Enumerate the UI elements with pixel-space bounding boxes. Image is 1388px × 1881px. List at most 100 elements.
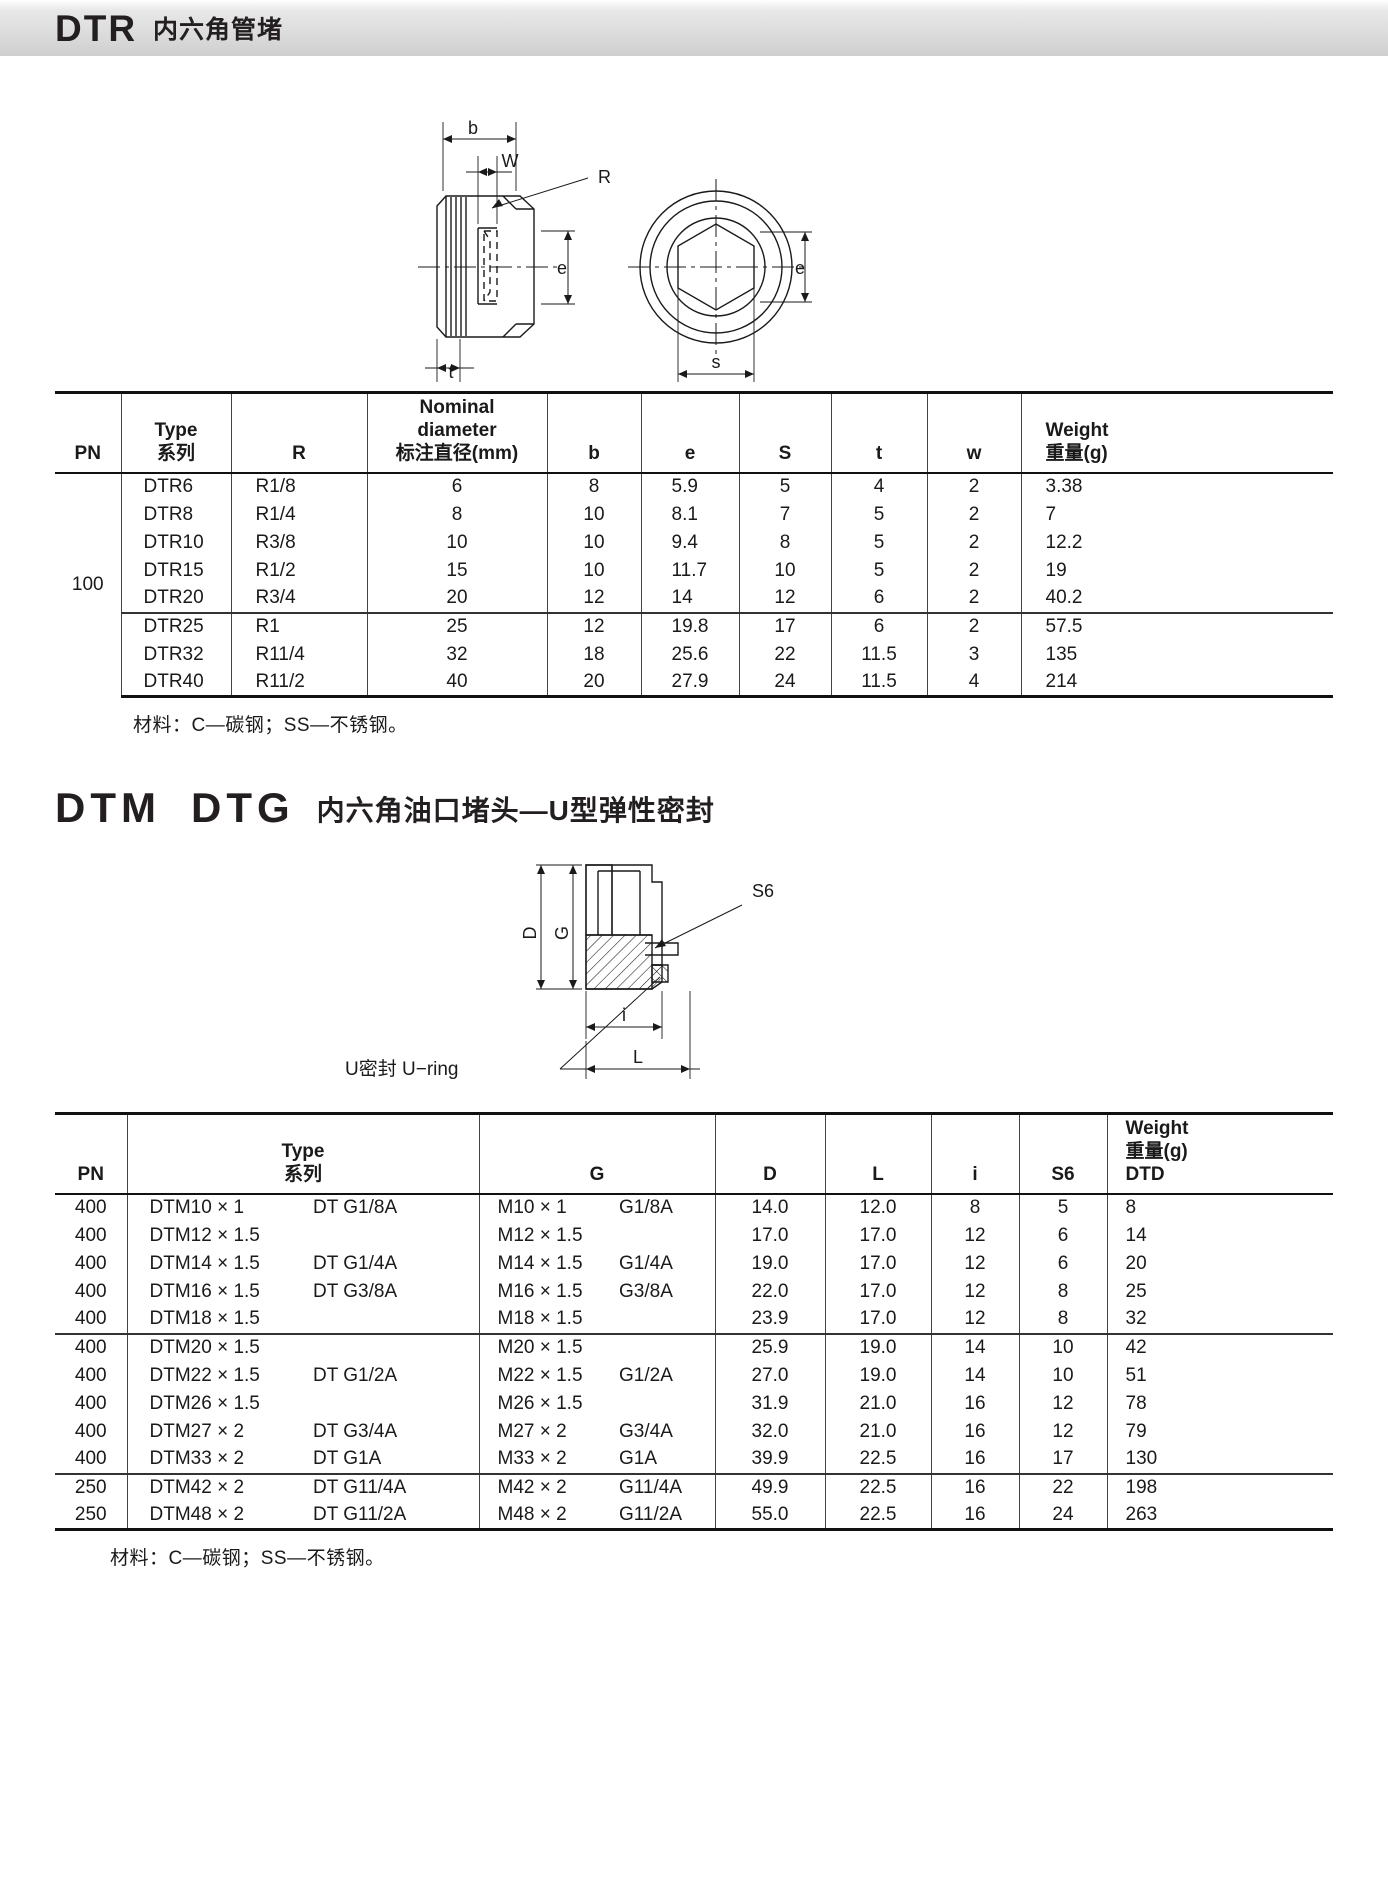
cell-type: DTR32 [120, 640, 232, 669]
cell-g-g: G1/4A [609, 1249, 716, 1278]
cell-weight: 20 [1106, 1249, 1333, 1278]
cell-weight: 19 [1020, 556, 1333, 585]
cell-w: 2 [926, 556, 1022, 585]
cell-pn: 400 [55, 1221, 128, 1250]
cell-d: 25.9 [714, 1333, 826, 1362]
cell-g-m: M12 × 1.5 [478, 1221, 609, 1250]
cell-pn: 400 [55, 1305, 128, 1335]
cell-d: 31.9 [714, 1389, 826, 1418]
cell-dtg: DT G3/4A [303, 1417, 480, 1446]
cell-weight: 78 [1106, 1389, 1333, 1418]
cell-type: DTR25 [120, 612, 232, 641]
cell-s6: 24 [1018, 1501, 1108, 1532]
cell-weight: 51 [1106, 1361, 1333, 1390]
cell-l: 17.0 [824, 1277, 932, 1306]
cell-g-g: G1/8A [609, 1193, 716, 1222]
cell-i: 16 [930, 1473, 1020, 1502]
th-r: R [230, 390, 368, 474]
cell-pn: 400 [55, 1417, 128, 1446]
cell-t: 5 [830, 556, 928, 585]
th-t: t [830, 390, 928, 474]
th2-type-cn: 系列 [283, 1164, 322, 1186]
dtr-spec-table: PN Type 系列 R Nominal diameter 标注直径(mm) b… [55, 390, 1333, 699]
drawing-label-r: R [598, 167, 611, 187]
th2-type-en: Type [281, 1141, 325, 1163]
cell-e: 25.6 [640, 640, 740, 669]
cell-e: 14 [640, 584, 740, 614]
drawing-caption-uring: U密封 U−ring [345, 1058, 459, 1080]
cell-r: R1 [230, 612, 368, 641]
cell-s: 10 [738, 556, 832, 585]
cell-d: 22.0 [714, 1277, 826, 1306]
cell-i: 16 [930, 1445, 1020, 1475]
drawing-label-e-front: e [795, 258, 805, 278]
cell-dtm: DTM26 × 1.5 [126, 1389, 303, 1418]
cell-d: 27.0 [714, 1361, 826, 1390]
cell-i: 14 [930, 1361, 1020, 1390]
cell-i: 12 [930, 1249, 1020, 1278]
cell-b: 10 [546, 556, 642, 585]
cell-d: 17.0 [714, 1221, 826, 1250]
cell-s: 22 [738, 640, 832, 669]
cell-r: R3/4 [230, 584, 368, 614]
cell-l: 17.0 [824, 1305, 932, 1335]
cell-s6: 8 [1018, 1277, 1108, 1306]
cell-b: 18 [546, 640, 642, 669]
cell-g-m: M22 × 1.5 [478, 1361, 609, 1390]
cell-t: 11.5 [830, 668, 928, 699]
cell-weight: 42 [1106, 1333, 1333, 1362]
cell-l: 19.0 [824, 1361, 932, 1390]
th-weight: Weight 重量(g) [1020, 390, 1333, 474]
cell-w: 2 [926, 500, 1022, 529]
th2-pn: PN [55, 1112, 128, 1195]
cell-weight: 3.38 [1020, 472, 1333, 501]
cell-s: 5 [738, 472, 832, 501]
cell-weight: 12.2 [1020, 528, 1333, 557]
cell-s6: 12 [1018, 1417, 1108, 1446]
cell-r: R11/2 [230, 668, 368, 699]
cell-w: 3 [926, 640, 1022, 669]
th-nominal: Nominal diameter 标注直径(mm) [366, 390, 548, 474]
cell-dtg: DT G1/2A [303, 1361, 480, 1390]
cell-t: 4 [830, 472, 928, 501]
cell-e: 19.8 [640, 612, 740, 641]
cell-dtg [303, 1333, 480, 1362]
section-title-cn-dtm: 内六角油口堵头—U型弹性密封 [316, 795, 715, 827]
cell-l: 22.5 [824, 1445, 932, 1475]
cell-pn: 400 [55, 1277, 128, 1306]
cell-b: 12 [546, 584, 642, 614]
cell-weight: 214 [1020, 668, 1333, 699]
cell-g-g [609, 1333, 716, 1362]
cell-g-m: M26 × 1.5 [478, 1389, 609, 1418]
drawing-label-i: i [622, 1005, 626, 1025]
cell-pn: 250 [55, 1473, 128, 1502]
cell-s6: 17 [1018, 1445, 1108, 1475]
cell-dtg: DT G3/8A [303, 1277, 480, 1306]
cell-weight: 25 [1106, 1277, 1333, 1306]
th-nominal-en2: diameter [417, 420, 497, 442]
dtr-spec-table-wrap: PN Type 系列 R Nominal diameter 标注直径(mm) b… [0, 390, 1388, 737]
cell-nominal: 32 [366, 640, 548, 669]
cell-s6: 6 [1018, 1221, 1108, 1250]
cell-b: 10 [546, 528, 642, 557]
th2-g: G [478, 1112, 716, 1195]
cell-pn: 400 [55, 1249, 128, 1278]
cell-weight: 8 [1106, 1193, 1333, 1222]
cell-type: DTR10 [120, 528, 232, 557]
cell-b: 12 [546, 612, 642, 641]
cell-pn: 100 [55, 472, 122, 697]
cell-g-m: M33 × 2 [478, 1445, 609, 1475]
cell-g-g: G3/8A [609, 1277, 716, 1306]
cell-s6: 22 [1018, 1473, 1108, 1502]
cell-dtm: DTM22 × 1.5 [126, 1361, 303, 1390]
cell-weight: 135 [1020, 640, 1333, 669]
th-type: Type 系列 [120, 390, 232, 474]
